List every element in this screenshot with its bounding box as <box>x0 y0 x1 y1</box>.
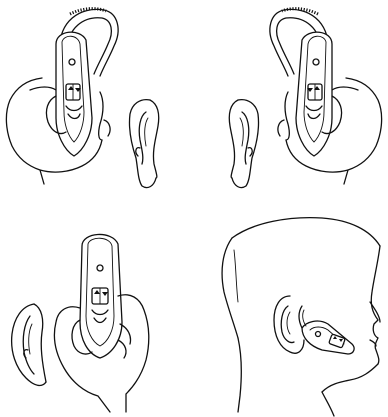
headset-ear-hook-left-ear-icon <box>0 0 194 200</box>
panel-bottom-right <box>194 212 388 417</box>
headset-ear-hook-right-ear-icon <box>194 0 388 200</box>
headset-worn-profile-icon <box>194 212 388 417</box>
panel-bottom-left <box>0 212 194 417</box>
headset-without-hook-icon <box>0 212 194 417</box>
panel-top-right <box>194 0 388 200</box>
panel-top-left <box>0 0 194 200</box>
